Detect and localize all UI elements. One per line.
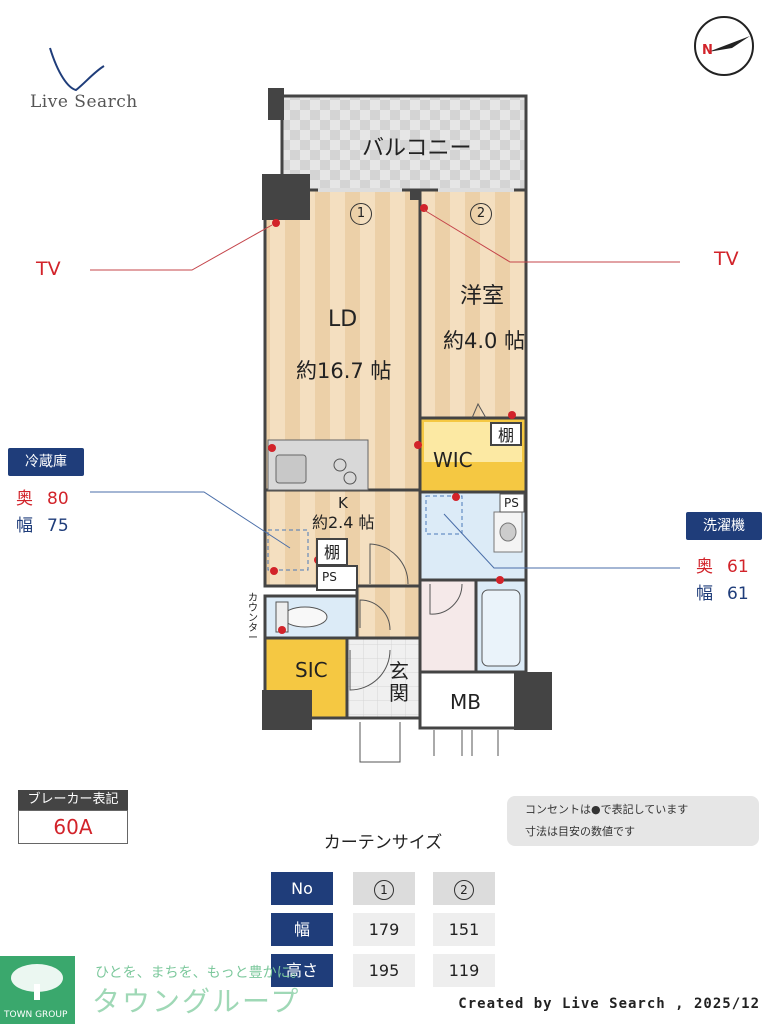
curtain-width-1: 179 (353, 913, 415, 946)
ps-label-2: PS (504, 496, 519, 510)
ps-label-1: PS (322, 570, 337, 584)
notes-box: コンセントは●で表記しています 寸法は目安の数値です (507, 796, 759, 846)
curtain-title: カーテンサイズ (323, 833, 443, 853)
ld-label: LD (328, 307, 358, 332)
k-label: K (338, 494, 348, 512)
ld-size: 約16.7 帖 (296, 359, 392, 383)
western-label: 洋室 (460, 284, 505, 309)
fridge-tag: 冷蔵庫 (8, 448, 84, 476)
note-outlets: コンセントは●で表記しています (525, 803, 689, 816)
window-1-number: 1 (350, 203, 372, 225)
washer-tag: 洗濯機 (686, 512, 762, 540)
mb-room (418, 670, 518, 730)
town-group-tagline: ひとを、まちを、もっと豊かに。 (95, 965, 305, 981)
entrance-label: 玄関 (389, 659, 409, 705)
entrance-area (345, 636, 422, 720)
wic-shelf-label: 棚 (490, 422, 522, 446)
floor-plan (90, 88, 680, 763)
kitchen-shelf-label: 棚 (316, 538, 348, 566)
logo-mark-icon (49, 47, 105, 92)
live-search-logo: Live Search (28, 44, 138, 114)
k-size: 約2.4 帖 (312, 513, 375, 532)
counter-label: カウンター (248, 593, 258, 644)
western-size: 約4.0 帖 (443, 329, 526, 353)
svg-text:N: N (702, 43, 713, 58)
curtain-row-width-label: 幅 (271, 913, 333, 946)
sic-label: SIC (295, 658, 328, 682)
north-compass-icon: N (694, 16, 754, 76)
window-2-number: 2 (470, 203, 492, 225)
logo-text: Live Search (30, 92, 138, 112)
western-room (418, 188, 528, 420)
curtain-width-2: 151 (433, 913, 495, 946)
curtain-header-no: No (271, 872, 333, 905)
mb-label: MB (450, 690, 481, 714)
curtain-header-1: 1 (353, 872, 415, 905)
curtain-row-height-label: 高さ (271, 954, 333, 987)
town-group-name: タウングループ (92, 985, 301, 1018)
curtain-height-1: 195 (353, 954, 415, 987)
town-group-sub: TOWN GROUP (4, 1010, 68, 1020)
breaker-value: 60A (18, 810, 128, 844)
curtain-height-2: 119 (433, 954, 495, 987)
breaker-label: ブレーカー表記 (18, 790, 128, 810)
tv-label-left: TV (36, 258, 61, 280)
curtain-header-2: 2 (433, 872, 495, 905)
balcony-label: バルコニー (362, 136, 472, 161)
tree-icon (11, 964, 63, 1000)
note-dimensions: 寸法は目安の数値です (525, 825, 635, 838)
town-group-logo: TOWN GROUP (0, 956, 75, 1024)
wic-label: WIC (433, 448, 473, 472)
credit-line: Created by Live Search , 2025/12 (458, 996, 760, 1012)
tv-label-right: TV (714, 248, 739, 270)
